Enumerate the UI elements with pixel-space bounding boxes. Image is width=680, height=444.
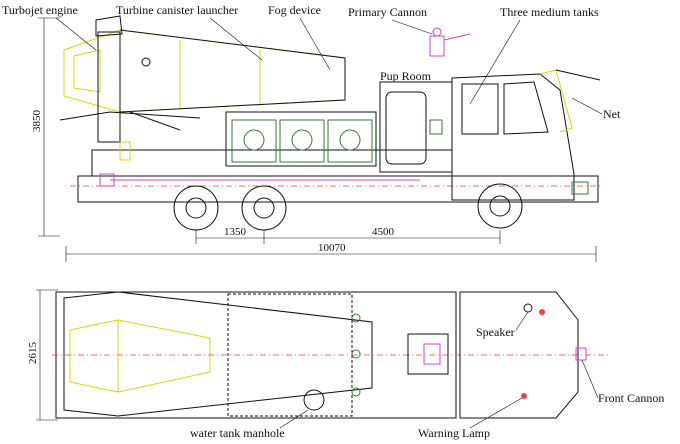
- label-fog-device: Fog device: [268, 3, 321, 17]
- height-dimension-label: 3850: [31, 110, 43, 133]
- pump-room: [379, 81, 453, 173]
- label-turbojet-engine: Turbojet engine: [2, 3, 78, 17]
- primary-cannon: [429, 27, 471, 57]
- width-dimension-label: 2615: [27, 342, 39, 365]
- overall-length-label: 10070: [318, 242, 346, 254]
- water-tank-manhole: [303, 389, 325, 411]
- turbine-launcher: [63, 29, 346, 113]
- primary-cannon-top: [423, 343, 441, 365]
- tank-1: [231, 119, 277, 163]
- net: [539, 69, 573, 133]
- front-cannon-top: [575, 347, 587, 361]
- tank-2: [279, 119, 325, 163]
- label-speaker: Speaker: [476, 325, 515, 339]
- side-view: 3850: [31, 15, 601, 262]
- launcher-mast: [97, 31, 121, 143]
- pump-room-door: [385, 91, 427, 165]
- label-three-medium-tanks: Three medium tanks: [500, 5, 599, 19]
- label-pump-room: Pup Room: [380, 69, 432, 83]
- launcher-top: [63, 291, 373, 417]
- cannon-base-top: [407, 333, 449, 375]
- speaker: [523, 303, 533, 313]
- cab: [451, 73, 575, 201]
- tank-3: [327, 119, 373, 163]
- wheelbase-rear-label: 1350: [224, 226, 247, 238]
- callouts: Turbojet engine Turbine canister launche…: [2, 3, 664, 440]
- wheels-side: [173, 183, 523, 231]
- wheelbase-front-label: 4500: [372, 226, 395, 238]
- top-view: 2615: [27, 289, 610, 421]
- cab-top: [459, 291, 579, 419]
- warning-lamp-upper: [539, 309, 545, 315]
- label-net: Net: [603, 107, 621, 121]
- label-turbine-canister-launcher: Turbine canister launcher: [116, 3, 238, 17]
- tank-compartment: [225, 111, 377, 167]
- label-front-cannon: Front Cannon: [598, 391, 664, 405]
- label-warning-lamp: Warning Lamp: [418, 426, 490, 440]
- label-primary-cannon: Primary Cannon: [348, 5, 427, 19]
- label-water-tank-manhole: water tank manhole: [190, 426, 285, 440]
- warning-lamp-lower: [521, 393, 527, 399]
- turbojet-engine: [73, 49, 101, 93]
